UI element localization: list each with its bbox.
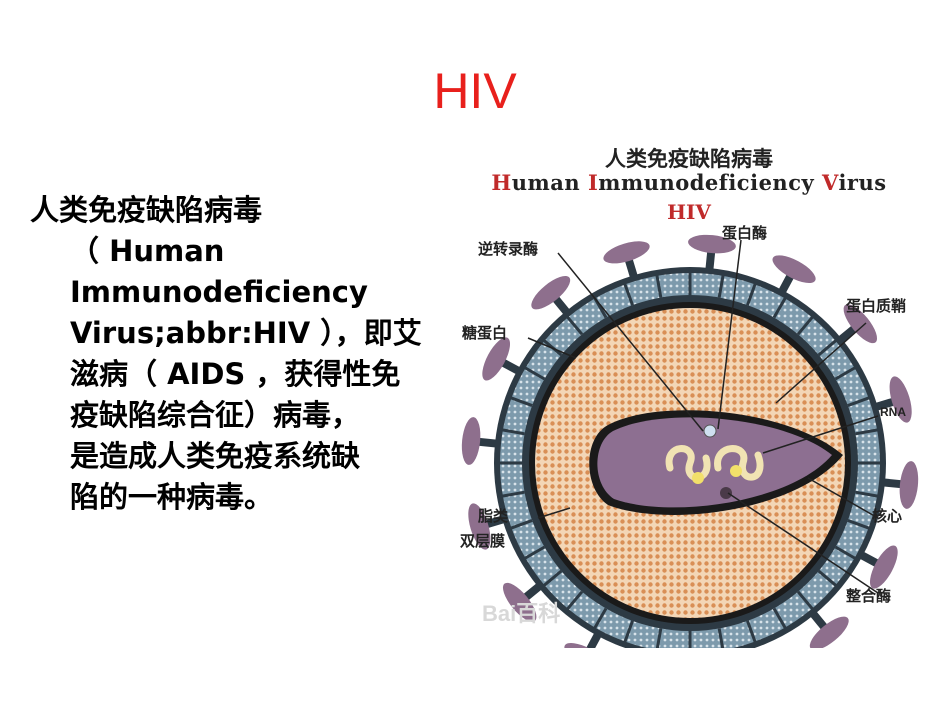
membrane-segment [655, 628, 663, 648]
body-text: 人类免疫缺陷病毒 （ Human Immunodeficiency Virus;… [30, 190, 470, 518]
membrane-segment [717, 273, 725, 298]
membrane-segment [772, 607, 788, 631]
title-initial: H [491, 170, 512, 195]
membrane-segment [834, 545, 858, 561]
slide-title: HIV [433, 63, 517, 119]
membrane-segment [717, 628, 725, 648]
label-integrase: 整合酶 [846, 587, 892, 605]
membrane-segment [817, 569, 839, 588]
figure-title-short: HIV [667, 200, 711, 224]
label-lipid: 脂类 [478, 507, 509, 525]
membrane-segment [817, 338, 839, 357]
body-line: 陷的一种病毒。 [70, 480, 274, 514]
body-line: 疫缺陷综合征）病毒， [70, 398, 361, 432]
baidu-watermark: Bai百科 [482, 601, 561, 626]
body-line: 是造成人类免疫系统缺 [70, 439, 361, 473]
membrane-segment [855, 490, 880, 498]
title-word: uman [511, 170, 588, 195]
label-capsid: 蛋白质鞘 [846, 297, 907, 315]
membrane-segment [655, 273, 663, 298]
membrane-segment [622, 282, 634, 306]
membrane-segment [500, 428, 525, 436]
body-line: （ Human [70, 234, 225, 268]
figure-title-cn: 人类免疫缺陷病毒 [605, 146, 773, 171]
body-line: 人类免疫缺陷病毒 [30, 193, 263, 227]
body-line: 滋病（ AIDS ，获得性免 [70, 357, 401, 391]
membrane-segment [847, 395, 871, 407]
membrane-segment [834, 365, 858, 381]
membrane-segment [746, 620, 758, 644]
label-rna: RNA [880, 405, 906, 419]
label-lipid-bilayer: 双层膜 [460, 532, 506, 550]
label-protease: 蛋白酶 [722, 224, 768, 242]
hiv-structure-diagram [461, 234, 919, 648]
title-initial: I [587, 170, 599, 195]
membrane-segment [796, 590, 815, 612]
membrane-segment [796, 314, 815, 336]
title-word: mmunodeficiency [598, 170, 822, 195]
membrane-segment [522, 545, 546, 561]
membrane-segment [565, 314, 584, 336]
membrane-segment [847, 519, 871, 531]
membrane-segment [500, 490, 525, 498]
label-reverse-transcriptase: 逆转录酶 [478, 240, 539, 258]
membrane-segment [509, 395, 533, 407]
body-line: Virus;abbr:HIV ），即艾 [70, 316, 422, 350]
label-core: 核心 [872, 507, 903, 525]
figure-title-en: Human Immunodeficiency Virus [458, 170, 920, 195]
membrane-segment [772, 295, 788, 319]
membrane-segment [592, 607, 608, 631]
label-glycoprotein: 糖蛋白 [462, 324, 508, 342]
membrane-segment [509, 519, 533, 531]
membrane-segment [746, 282, 758, 306]
membrane-segment [565, 590, 584, 612]
membrane-segment [522, 365, 546, 381]
title-word: irus [838, 170, 887, 195]
membrane-segment [855, 428, 880, 436]
body-line: Immunodeficiency [70, 275, 368, 309]
membrane-segment [541, 569, 563, 588]
title-initial: V [822, 170, 839, 195]
membrane-segment [622, 620, 634, 644]
